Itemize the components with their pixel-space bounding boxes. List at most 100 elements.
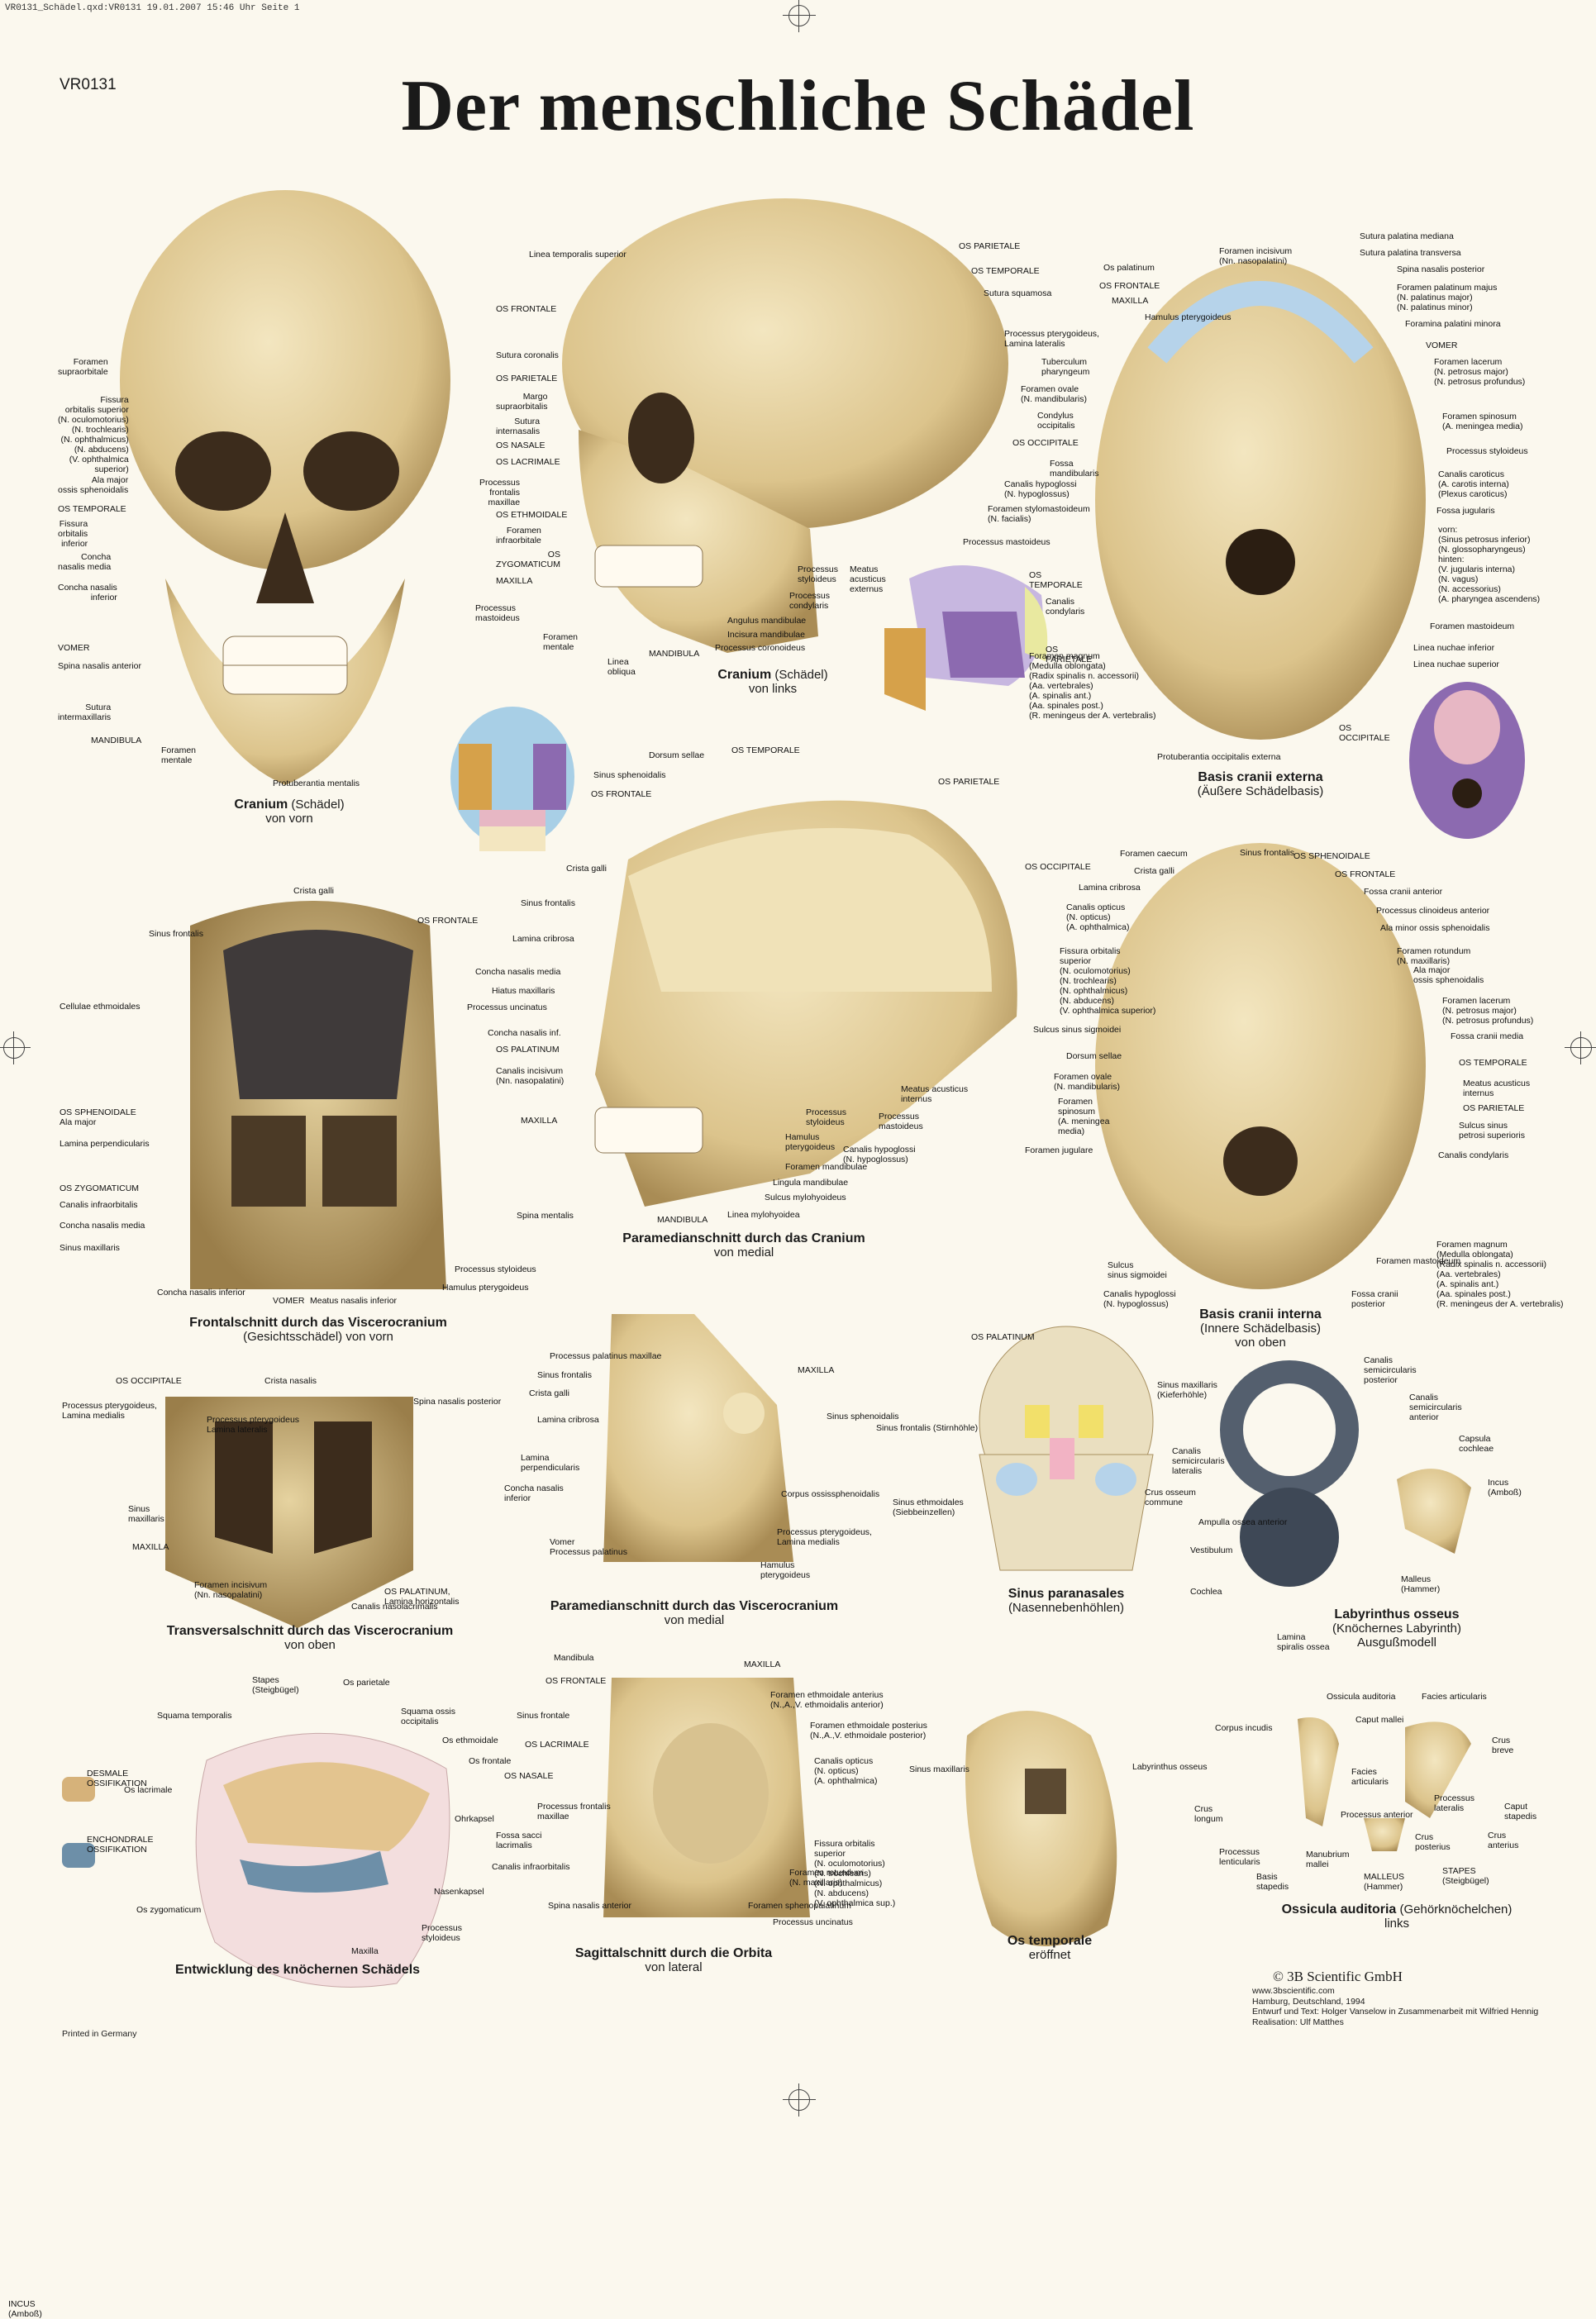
desmal-ossification-swatch (62, 1777, 95, 1802)
entwicklung-illustration (195, 1732, 450, 1988)
anatomy-label: OS TEMPORALE (58, 504, 126, 514)
anatomy-label: VOMER (273, 1296, 305, 1306)
anatomy-label: Cochlea (1190, 1587, 1222, 1597)
basis-interna-illustration (1095, 843, 1426, 1289)
anatomy-label: Sutura palatina transversa (1360, 248, 1461, 258)
anatomy-label: Sutura palatina mediana (1360, 231, 1454, 241)
caption-transversalschnitt: Transversalschnitt durch das Viscerocran… (166, 1624, 454, 1652)
anatomy-label: Corpus ossissphenoidalis (781, 1489, 880, 1499)
anatomy-label: OS LACRIMALE (496, 457, 560, 467)
anatomy-label: Lamina perpendicularis (60, 1139, 150, 1149)
anatomy-label: Hiatus maxillaris (492, 986, 555, 996)
anatomy-label: Processus pterygoideus Lamina lateralis (207, 1415, 300, 1435)
anatomy-label: VOMER (1426, 340, 1458, 350)
caption-sinus: Sinus paranasales(Nasennebenhöhlen) (1008, 1587, 1125, 1615)
colored-skull-front-icon (450, 707, 574, 851)
anatomy-label: MAXILLA (798, 1365, 835, 1375)
anatomy-label: Protuberantia occipitalis externa (1157, 752, 1281, 762)
anatomy-label: Processus styloideus (455, 1264, 536, 1274)
anatomy-label: Spina mentalis (517, 1211, 574, 1221)
anatomy-label: Os frontale (469, 1756, 512, 1766)
anatomy-label: Canalis semicircularis lateralis (1172, 1446, 1225, 1476)
labyrinthus-illustration (1220, 1360, 1471, 1587)
anatomy-label: MALLEUS (Hammer) (1364, 1872, 1405, 1892)
anatomy-label: Foramina palatini minora (1405, 319, 1501, 329)
anatomy-label: Concha nasalis inf. (488, 1028, 561, 1038)
anatomy-label: Linea mylohyoidea (727, 1210, 800, 1220)
paramedianschnitt-visc-illustration (603, 1314, 793, 1562)
anatomy-label: Fissura orbitalis inferior (58, 519, 88, 549)
anatomy-label: OS NASALE (496, 440, 545, 450)
caption-basis-externa: Basis cranii externa(Äußere Schädelbasis… (1197, 770, 1324, 798)
frontalschnitt-illustration (190, 901, 446, 1289)
anatomy-label: Os zygomaticum (136, 1905, 202, 1915)
colored-skull-side-icon (884, 565, 1048, 711)
anatomy-label: Linea temporalis superior (529, 250, 626, 260)
anatomy-label: Ala major ossis sphenoidalis (58, 475, 129, 495)
anatomy-label: Foramen spinosum (A. meningea media) (1442, 412, 1523, 431)
anatomy-label: Sutura squamosa (984, 288, 1052, 298)
anatomy-label: Protuberantia mentalis (273, 779, 360, 788)
anatomy-label: vorn: (Sinus petrosus inferior) (N. glos… (1438, 525, 1541, 604)
anatomy-label: OS ZYGOMATICUM (60, 1183, 140, 1193)
anatomy-label: Spina nasalis posterior (413, 1397, 502, 1407)
anatomy-label: Meatus nasalis inferior (310, 1296, 398, 1306)
anatomy-label: Sinus sphenoidalis (593, 770, 666, 780)
anatomy-label: Foramen caecum (1120, 849, 1188, 859)
anatomy-label: Facies articularis (1351, 1767, 1389, 1787)
anatomy-label: Lamina spiralis ossea (1277, 1632, 1330, 1652)
anatomy-label: Foramen ovale (N. mandibularis) (1054, 1072, 1120, 1092)
anatomy-label: OS TEMPORALE (1029, 570, 1083, 590)
anatomy-label: OS OCCIPITALE (116, 1376, 182, 1386)
anatomy-label: Processus lateralis (1434, 1793, 1475, 1813)
anatomy-label: Caput stapedis (1504, 1802, 1537, 1821)
anatomy-label: Canalis infraorbitalis (60, 1200, 138, 1210)
poster-title: Der menschliche Schädel (401, 66, 1195, 146)
anatomy-label: Linea nuchae superior (1413, 660, 1499, 669)
caption-cranium-front: Cranium (Schädel)von vorn (234, 798, 345, 826)
anatomy-label: Processus frontalis maxillae (537, 1802, 611, 1821)
anatomy-label: Sinus frontalis (1240, 848, 1294, 858)
anatomy-label: Lamina perpendicularis (521, 1453, 580, 1473)
anatomy-label: Foramen mentale (161, 745, 197, 765)
anatomy-label: Stapes (Steigbügel) (252, 1675, 299, 1695)
anatomy-label: OS PARIETALE (959, 241, 1021, 251)
anatomy-label: Os lacrimale (124, 1785, 173, 1795)
anatomy-label: Incisura mandibulae (727, 630, 805, 640)
caption-basis-interna: Basis cranii interna(Innere Schädelbasis… (1199, 1307, 1322, 1350)
legend-desmal: DESMALE OSSIFIKATION (87, 1769, 147, 1788)
anatomy-label: Canalis condylaris (1438, 1150, 1509, 1160)
anatomy-label: Sinus sphenoidalis (827, 1412, 899, 1421)
anatomy-label: Sulcus sinus petrosi superioris (1459, 1121, 1525, 1140)
anatomy-label: OS FRONTALE (496, 304, 557, 314)
anatomy-label: Hamulus pterygoideus (442, 1283, 529, 1293)
anatomy-label: Sutura coronalis (496, 350, 559, 360)
anatomy-label: OS TEMPORALE (731, 745, 800, 755)
anatomy-label: Foramen palatinum majus (N. palatinus ma… (1397, 283, 1498, 312)
anatomy-label: OS FRONTALE (1099, 281, 1160, 291)
anatomy-label: Sulcus sinus sigmoidei (1033, 1025, 1122, 1035)
anatomy-label: Incus (Amboß) (1488, 1478, 1522, 1498)
anatomy-label: OS OCCIPITALE (1012, 438, 1079, 448)
anatomy-label: Canalis hypoglossi (N. hypoglossus) (1004, 479, 1077, 499)
anatomy-label: OS PALATINUM (496, 1045, 560, 1055)
anatomy-label: Spina nasalis posterior (1397, 264, 1485, 274)
anatomy-label: Processus condylaris (789, 591, 831, 611)
anatomy-label: MAXILLA (496, 576, 533, 586)
anatomy-label: Hamulus pterygoideus (785, 1132, 836, 1152)
cranium-left-illustration (562, 198, 1008, 653)
anatomy-label: Canalis infraorbitalis (492, 1862, 570, 1872)
anatomy-label: Foramen supraorbitale (58, 357, 108, 377)
anatomy-label: STAPES (Steigbügel) (1442, 1866, 1489, 1886)
sagittal-orbita-illustration (603, 1678, 810, 1917)
anatomy-label: Canalis incisivum (Nn. nasopalatini) (496, 1066, 565, 1086)
anatomy-label: Squama ossis occipitalis (401, 1707, 455, 1726)
anatomy-label: Processus anterior (1341, 1810, 1413, 1820)
anatomy-label: Sutura intermaxillaris (58, 702, 112, 722)
anatomy-label: Foramen lacerum (N. petrosus major) (N. … (1434, 357, 1526, 387)
anatomy-label: Lamina cribrosa (537, 1415, 599, 1425)
anatomy-label: Canalis semicircularis anterior (1409, 1393, 1462, 1422)
caption-paramed-visc: Paramedianschnitt durch das Viscerocrani… (550, 1599, 839, 1627)
colored-basis-icon (1409, 682, 1525, 839)
